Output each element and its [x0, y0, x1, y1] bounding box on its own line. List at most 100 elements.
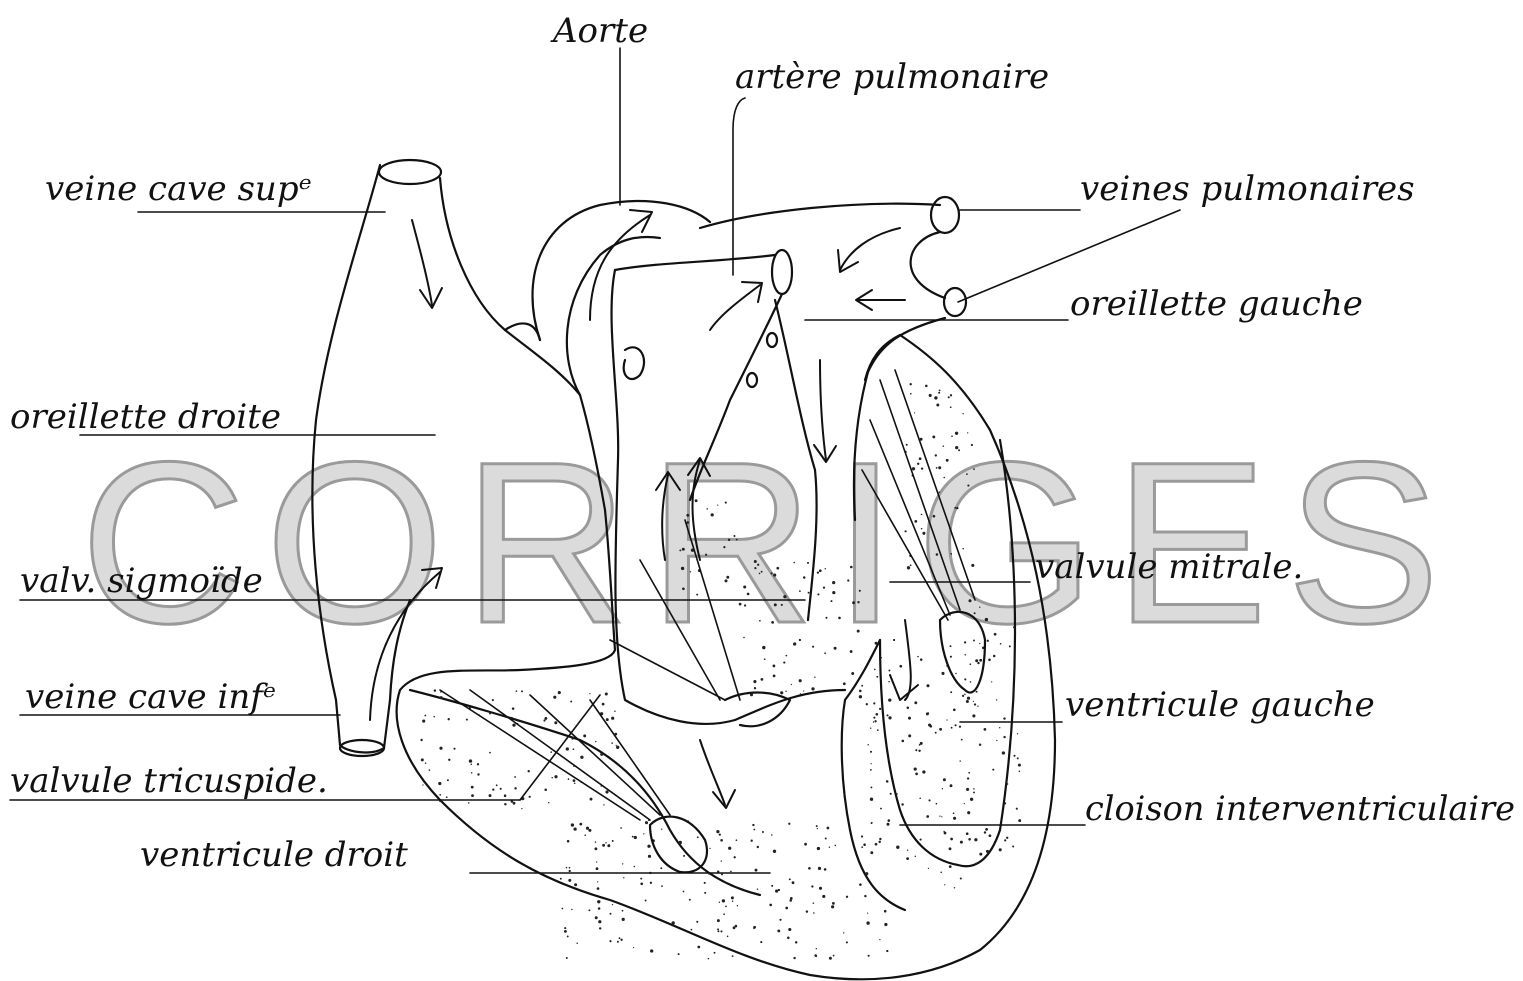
stipple-dot — [779, 919, 781, 921]
stipple-dot — [690, 571, 691, 572]
stipple-dot — [723, 546, 725, 548]
stipple-dot — [914, 520, 917, 523]
stipple-dot — [570, 701, 572, 703]
stipple-dot — [870, 769, 872, 771]
stipple-dot — [489, 752, 491, 754]
stipple-dot — [999, 848, 1002, 851]
label-cloison-interventriculaire: cloison interventriculaire — [1085, 789, 1515, 829]
stipple-dot — [907, 850, 908, 851]
stipple-dot — [446, 796, 448, 798]
label-veine-cave-inf: veine cave infᵉ — [25, 677, 276, 717]
stipple-dot — [595, 841, 596, 842]
stipple-dot — [466, 719, 468, 721]
stipple-dot — [877, 729, 879, 731]
stipple-dot — [583, 734, 586, 737]
stipple-dot — [573, 748, 575, 750]
stipple-dot — [597, 881, 598, 882]
stipple-dot — [789, 878, 791, 880]
stipple-dot — [704, 882, 706, 884]
stipple-dot — [807, 562, 809, 564]
stipple-dot — [514, 787, 516, 789]
stipple-dot — [968, 599, 971, 602]
stipple-dot — [640, 883, 643, 886]
stipple-dot — [813, 912, 814, 913]
stipple-dot — [955, 724, 957, 726]
stipple-dot — [622, 918, 625, 921]
watermark: CORRIGES — [80, 414, 1440, 671]
stipple-dot — [973, 788, 975, 790]
stipple-dot — [857, 601, 859, 603]
stipple-dot — [950, 394, 952, 396]
stipple-dot — [573, 827, 576, 830]
stipple-dot — [803, 576, 806, 579]
stipple-dot — [599, 927, 601, 929]
stipple-dot — [979, 607, 980, 608]
stipple-dot — [964, 641, 966, 643]
stipple-dot — [571, 823, 574, 826]
stipple-dot — [950, 406, 952, 408]
stipple-dot — [814, 677, 815, 678]
stipple-dot — [973, 791, 975, 793]
stipple-dot — [719, 902, 720, 903]
stipple-dot — [803, 690, 804, 691]
stipple-dot — [832, 581, 835, 584]
stipple-dot — [567, 840, 570, 843]
stipple-dot — [471, 772, 472, 773]
stipple-dot — [857, 630, 860, 633]
stipple-dot — [1009, 645, 1011, 647]
stipple-dot — [566, 747, 569, 750]
stipple-dot — [985, 828, 988, 831]
stipple-dot — [811, 885, 813, 887]
stipple-dot — [686, 514, 689, 517]
stipple-dot — [785, 690, 786, 691]
stipple-dot — [717, 928, 719, 930]
stipple-dot — [793, 957, 795, 959]
stipple-dot — [489, 713, 491, 715]
stipple-dot — [873, 702, 875, 704]
stipple-dot — [953, 708, 956, 711]
stipple-dot — [824, 652, 826, 654]
stipple-dot — [866, 703, 868, 705]
stipple-dot — [753, 680, 756, 683]
stipple-dot — [865, 872, 868, 875]
stipple-dot — [1017, 757, 1019, 759]
stipple-dot — [574, 883, 577, 886]
stipple-dot — [962, 695, 964, 697]
stipple-dot — [597, 887, 600, 890]
stipple-dot — [943, 477, 945, 479]
stipple-dot — [933, 515, 936, 518]
stipple-dot — [543, 719, 545, 721]
stipple-dot — [785, 655, 787, 657]
stipple-dot — [861, 685, 863, 687]
stipple-dot — [950, 838, 953, 841]
stipple-dot — [569, 870, 571, 872]
stipple-dot — [946, 459, 949, 462]
stipple-dot — [870, 728, 871, 729]
stipple-dot — [863, 843, 866, 846]
stipple-dot — [732, 900, 733, 901]
stipple-dot — [964, 654, 966, 656]
stipple-dot — [1013, 755, 1015, 757]
stipple-dot — [595, 916, 598, 919]
stipple-dot — [566, 867, 568, 869]
stipple-dot — [824, 868, 827, 871]
stipple-dot — [819, 887, 822, 890]
stipple-dot — [777, 929, 780, 932]
stipple-dot — [1016, 808, 1018, 810]
stipple-dot — [910, 564, 912, 566]
stipple-dot — [792, 881, 795, 884]
stipple-dot — [959, 760, 960, 761]
stipple-dot — [761, 571, 763, 573]
stipple-dot — [606, 718, 609, 721]
stipple-dot — [721, 860, 722, 861]
stipple-dot — [704, 892, 706, 894]
stipple-dot — [966, 832, 969, 835]
stipple-dot — [888, 698, 891, 701]
stipple-dot — [951, 727, 953, 729]
stipple-dot — [596, 867, 599, 870]
stipple-dot — [620, 939, 622, 941]
stipple-dot — [617, 941, 619, 943]
stipple-dot — [920, 658, 923, 661]
stipple-dot — [988, 659, 991, 662]
stipple-dot — [888, 819, 891, 822]
